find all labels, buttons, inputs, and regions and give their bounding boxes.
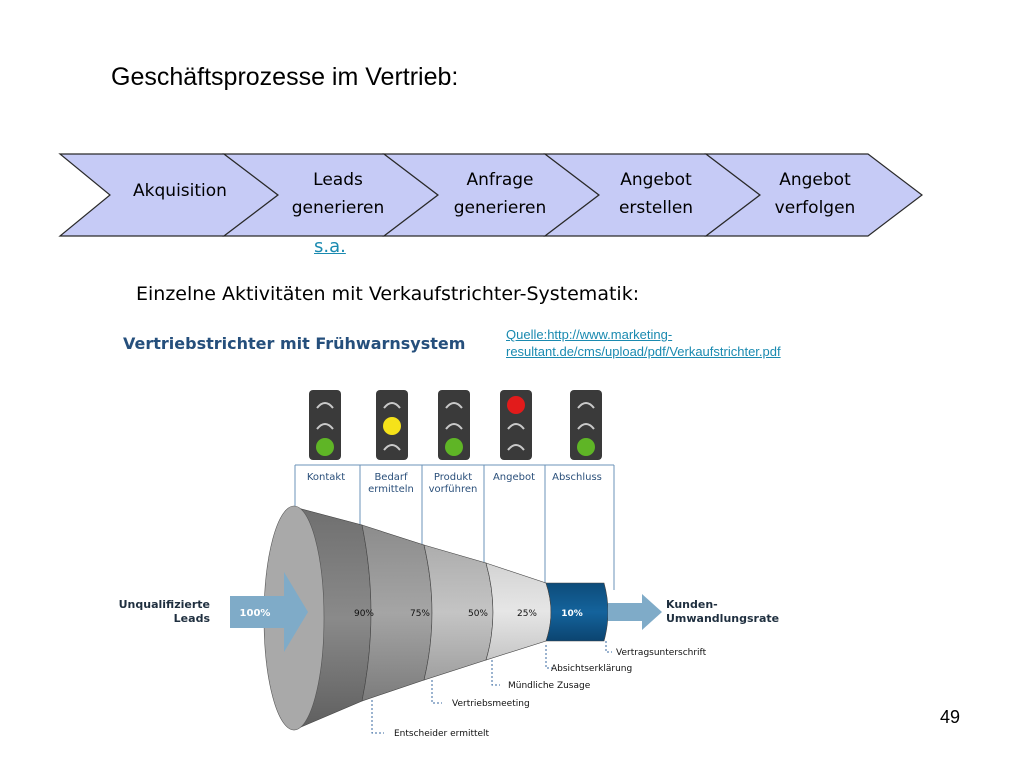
segment-percent-90: 90%: [354, 609, 374, 619]
output-label-line2: Umwandlungsrate: [666, 612, 779, 625]
light-lamp-red: [507, 396, 525, 414]
step-label-line2: generieren: [453, 198, 547, 218]
step-label-angebot-erstellen: Angebot erstellen: [586, 166, 726, 222]
slide-title: Geschäftsprozesse im Vertrieb:: [111, 63, 459, 91]
step-label-anfrage: Anfrage generieren: [430, 166, 570, 222]
step-label-line2: generieren: [291, 198, 385, 218]
step-label-line2: erstellen: [618, 198, 694, 218]
light-lamp-off: [445, 402, 463, 409]
traffic-light-green: [309, 390, 341, 460]
funnel-output-segment: [545, 582, 609, 642]
input-percent: 100%: [240, 608, 271, 619]
milestone-muendliche-zusage: Mündliche Zusage: [508, 681, 591, 691]
output-arrow: [608, 594, 662, 630]
stage-header-produkt-line1: Produkt: [434, 472, 472, 483]
page-number: 49: [940, 707, 961, 727]
milestone-entscheider-ermittelt: Entscheider ermittelt: [394, 729, 490, 739]
step-label-line1: Angebot: [779, 170, 851, 190]
output-label-line1: Kunden-: [666, 598, 718, 611]
light-lamp-off: [507, 444, 525, 451]
funnel-title: Vertriebstrichter mit Frühwarnsystem: [123, 334, 466, 353]
light-lamp-off: [577, 402, 595, 409]
input-label-line1: Unqualifizierte: [119, 598, 210, 611]
light-lamp-off: [445, 423, 463, 430]
stage-header-box: [294, 464, 615, 590]
light-lamp-off: [577, 423, 595, 430]
source-link[interactable]: Quelle:http://www.marketing- resultant.d…: [506, 326, 781, 360]
chevron-angebot-verfolgen: [704, 153, 923, 237]
step-label-line2: verfolgen: [774, 198, 856, 218]
stage-header-angebot: Angebot: [493, 472, 535, 483]
segment-percent-25: 25%: [517, 609, 537, 619]
stage-header-bedarf-line1: Bedarf: [374, 472, 408, 483]
light-lamp-off: [316, 423, 334, 430]
traffic-lights: [309, 390, 602, 460]
light-lamp-off: [383, 402, 401, 409]
step-label-line1: Akquisition: [133, 181, 227, 201]
traffic-light-green: [438, 390, 470, 460]
light-lamp-yellow: [383, 417, 401, 435]
step-label-angebot-verfolgen: Angebot verfolgen: [745, 166, 885, 222]
stage-header-produkt-line2: vorführen: [429, 484, 478, 495]
light-lamp-green: [577, 438, 595, 456]
section-subtitle: Einzelne Aktivitäten mit Verkaufstrichte…: [136, 283, 640, 305]
input-arrow: [230, 572, 308, 652]
traffic-light-green: [570, 390, 602, 460]
traffic-light-yellow: [376, 390, 408, 460]
traffic-light-red: [500, 390, 532, 460]
source-link-line1[interactable]: Quelle:http://www.marketing-: [506, 327, 673, 342]
light-lamp-off: [507, 423, 525, 430]
step-label-line1: Leads: [313, 170, 363, 190]
milestone-vertragsunterschrift: Vertragsunterschrift: [616, 648, 707, 658]
step-label-line1: Anfrage: [466, 170, 534, 190]
light-lamp-green: [445, 438, 463, 456]
input-label-line2: Leads: [174, 612, 211, 625]
step-label-leads: Leads generieren: [268, 166, 408, 222]
light-lamp-off: [383, 444, 401, 451]
stage-header-abschluss: Abschluss: [552, 472, 602, 483]
output-percent: 10%: [561, 609, 583, 619]
segment-percent-75: 75%: [410, 609, 430, 619]
step-label-line1: Angebot: [620, 170, 692, 190]
source-link-line2[interactable]: resultant.de/cms/upload/pdf/Verkaufstric…: [506, 344, 781, 359]
milestone-absichtserklaerung: Absichtserklärung: [551, 664, 632, 674]
stage-header-kontakt: Kontakt: [307, 472, 345, 483]
step-label-akquisition: Akquisition: [110, 177, 250, 205]
stage-header-bedarf-line2: ermitteln: [368, 484, 414, 495]
segment-percent-50: 50%: [468, 609, 488, 619]
light-lamp-green: [316, 438, 334, 456]
milestone-vertriebsmeeting: Vertriebsmeeting: [452, 699, 530, 709]
sa-link[interactable]: s.a.: [314, 236, 346, 257]
light-lamp-off: [316, 402, 334, 409]
